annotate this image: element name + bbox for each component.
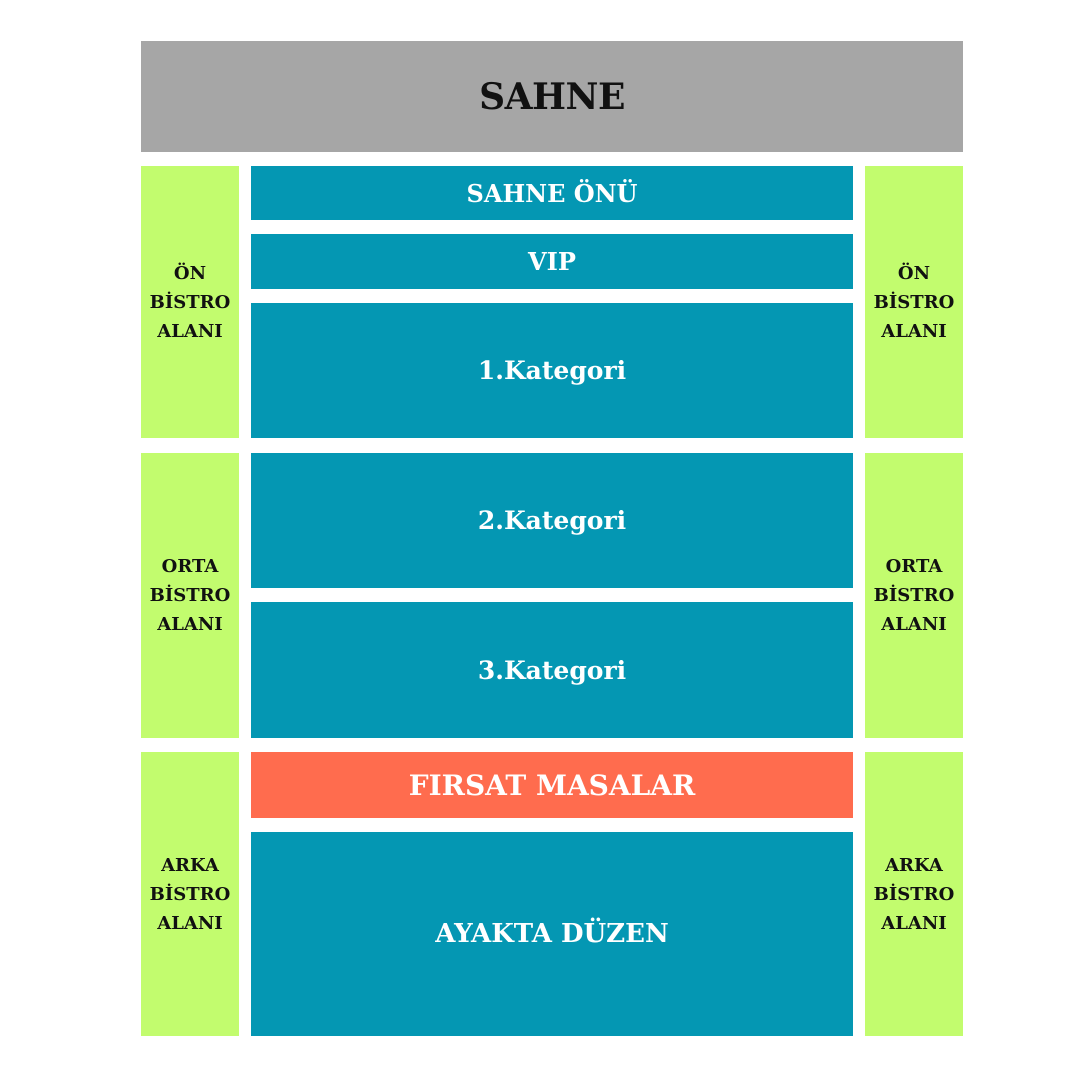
opportunity-tables-section: FIRSAT MASALAR xyxy=(251,752,853,818)
category-2-section: 2.Kategori xyxy=(251,453,853,588)
middle-bistro-left: ORTA BİSTRO ALANI xyxy=(141,453,239,738)
front-bistro-left: ÖN BİSTRO ALANI xyxy=(141,166,239,438)
front-bistro-right: ÖN BİSTRO ALANI xyxy=(865,166,963,438)
category-1-section: 1.Kategori xyxy=(251,303,853,438)
back-bistro-right: ARKA BİSTRO ALANI xyxy=(865,752,963,1036)
stage-area: SAHNE xyxy=(141,41,963,152)
category-3-section: 3.Kategori xyxy=(251,602,853,738)
middle-bistro-right: ORTA BİSTRO ALANI xyxy=(865,453,963,738)
standing-area-section: AYAKTA DÜZEN xyxy=(251,832,853,1036)
stage-front-section: SAHNE ÖNÜ xyxy=(251,166,853,220)
back-bistro-left: ARKA BİSTRO ALANI xyxy=(141,752,239,1036)
vip-section: VIP xyxy=(251,234,853,289)
